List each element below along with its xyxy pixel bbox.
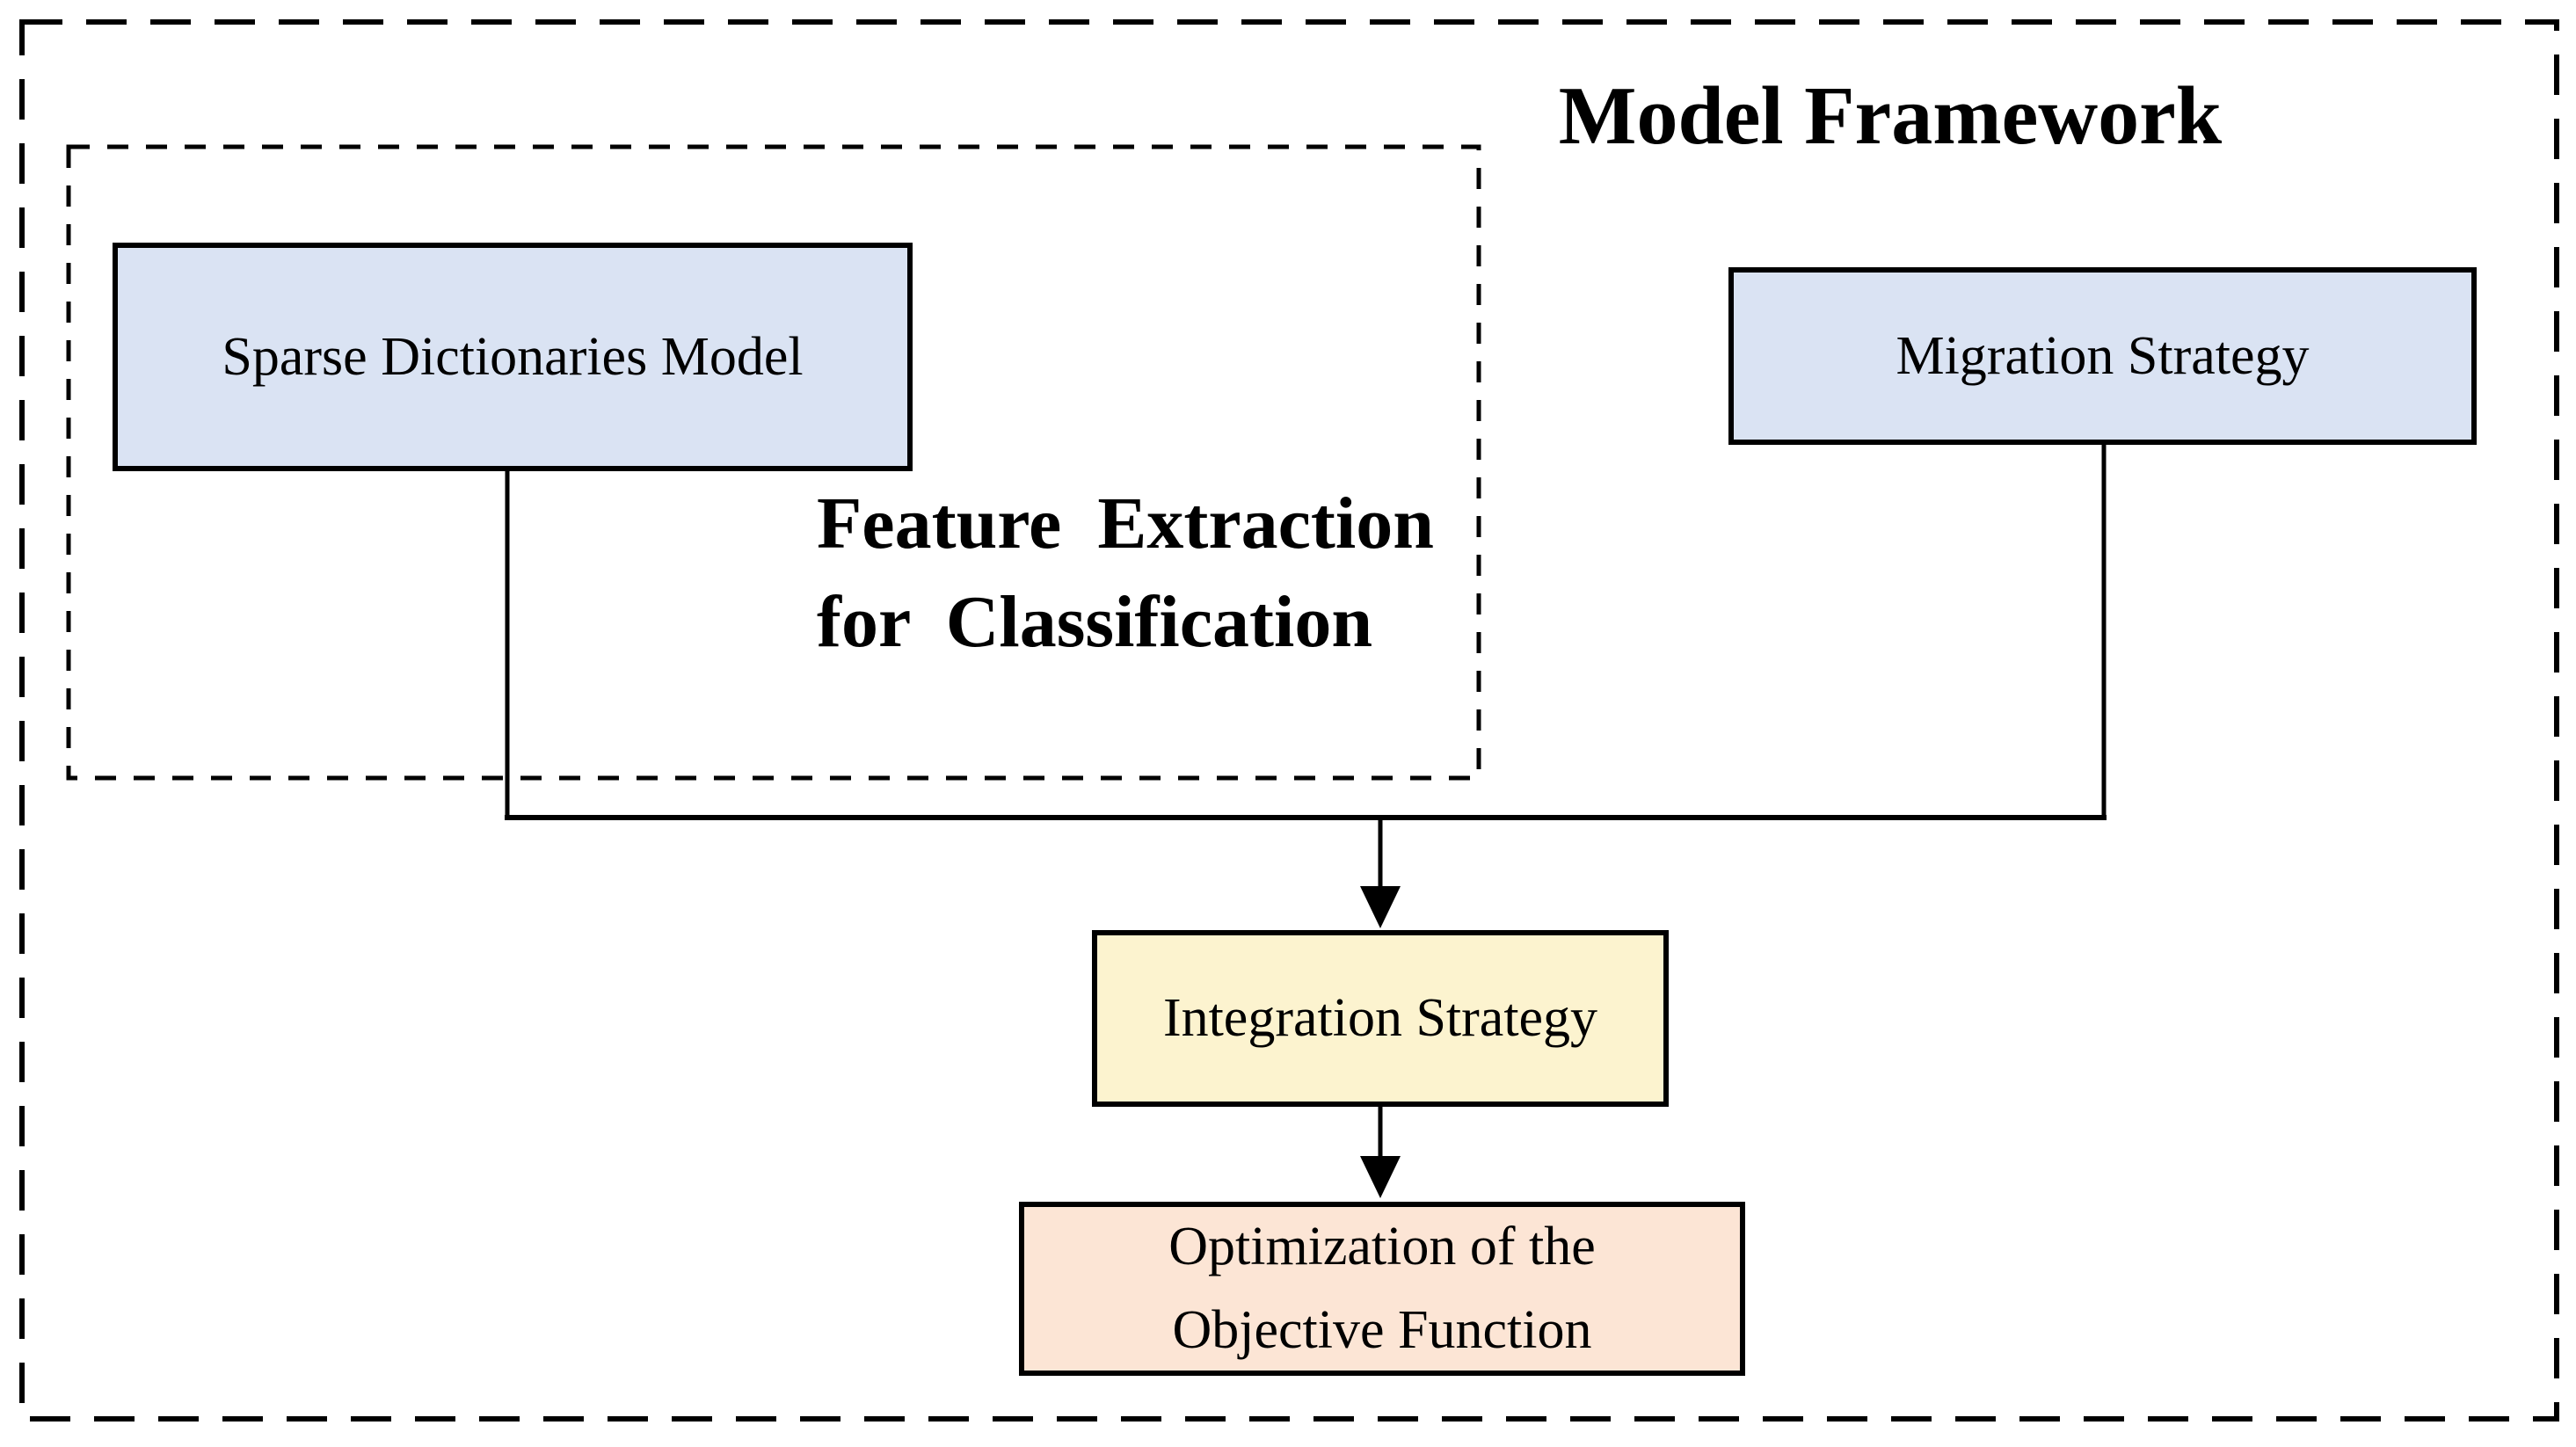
- node-optimization-objective-function: Optimization of the Objective Function: [1019, 1202, 1745, 1376]
- node-optimization-label-line1: Optimization of the: [1168, 1217, 1596, 1276]
- node-sparse-dictionaries-model: Sparse Dictionaries Model: [113, 243, 913, 471]
- feature-extraction-group-label: Feature Extraction for Classification: [817, 475, 1434, 672]
- node-sparse-dictionaries-model-label: Sparse Dictionaries Model: [222, 326, 804, 387]
- model-framework-dashed-border: [19, 19, 2559, 1422]
- node-integration-strategy-label: Integration Strategy: [1162, 988, 1598, 1048]
- node-migration-strategy: Migration Strategy: [1728, 267, 2477, 445]
- node-migration-strategy-label: Migration Strategy: [1896, 325, 2310, 386]
- arrowhead-to-integration-icon: [1360, 886, 1401, 928]
- feature-extraction-group-label-line2: for Classification: [817, 581, 1373, 663]
- diagram-title: Model Framework: [1558, 70, 2223, 162]
- node-optimization-label-line2: Objective Function: [1172, 1300, 1592, 1360]
- feature-extraction-group-dashed-border: [66, 144, 1481, 781]
- arrowhead-to-optimization-icon: [1360, 1156, 1401, 1198]
- node-optimization-objective-function-label: Optimization of the Objective Function: [1168, 1205, 1596, 1372]
- node-integration-strategy: Integration Strategy: [1092, 930, 1669, 1107]
- feature-extraction-group-label-line1: Feature Extraction: [817, 483, 1434, 564]
